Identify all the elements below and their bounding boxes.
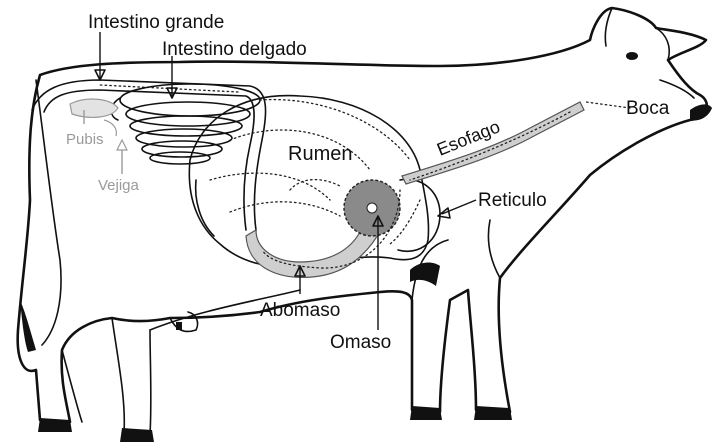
- label-intestino-delgado: Intestino delgado: [162, 39, 307, 60]
- digestive-tract: [31, 79, 631, 278]
- label-pubis: Pubis: [66, 131, 104, 148]
- label-omaso: Omaso: [330, 332, 391, 353]
- label-reticulo: Reticulo: [478, 190, 547, 211]
- label-rumen: Rumen: [288, 143, 352, 165]
- label-intestino-grande: Intestino grande: [88, 12, 224, 33]
- label-pointers: [83, 32, 477, 330]
- label-abomaso: Abomaso: [260, 300, 340, 321]
- label-vejiga: Vejiga: [98, 177, 140, 194]
- label-boca: Boca: [626, 98, 670, 119]
